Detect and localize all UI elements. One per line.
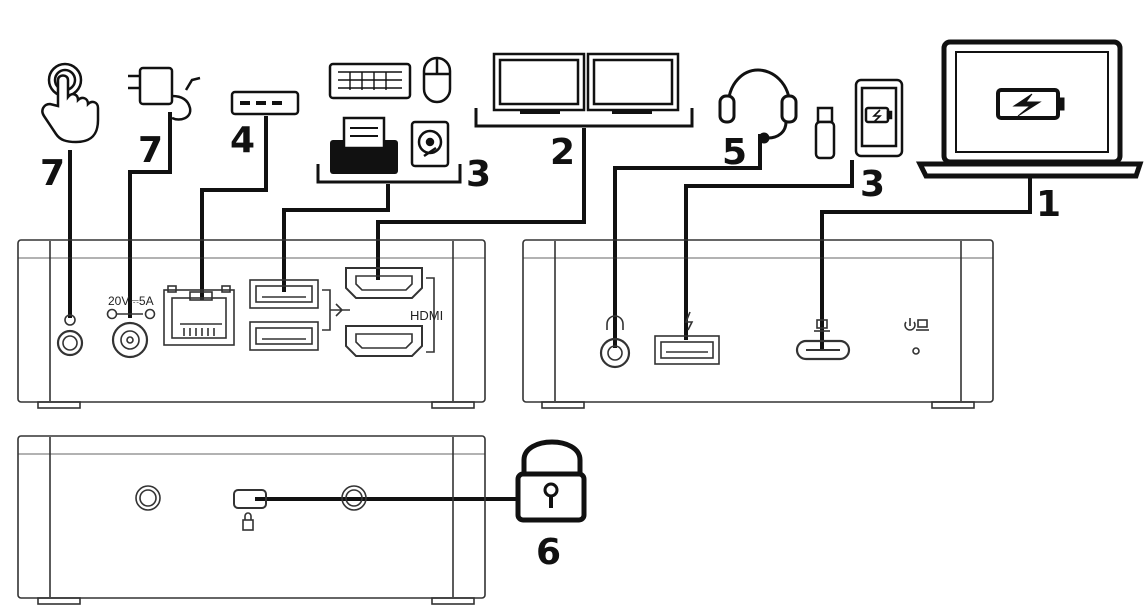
power-button[interactable] [56, 329, 84, 357]
power-indicator-led [912, 347, 920, 355]
rear-foot-right [431, 401, 475, 409]
line-power-adapter [128, 112, 172, 318]
callout-laptop: 1 [1036, 184, 1061, 225]
hard-drive-icon [410, 120, 450, 168]
usb-c-port[interactable] [795, 339, 851, 361]
dc-in-label: 20V⎓5A [108, 294, 154, 308]
callout-ethernet: 4 [230, 120, 255, 161]
callout-monitors: 2 [550, 132, 575, 173]
usb-a-port-front[interactable] [654, 335, 720, 365]
rear-panel-body [17, 239, 486, 403]
screw-left [135, 485, 161, 511]
rear-panel [17, 239, 486, 409]
rear-foot-left [37, 401, 81, 409]
audio-jack[interactable] [599, 337, 631, 369]
printer-icon [330, 116, 398, 174]
power-symbol-icon [904, 318, 916, 331]
phone-icon [854, 78, 904, 158]
ethernet-port[interactable] [163, 285, 235, 346]
hdmi-port-top[interactable] [345, 267, 423, 299]
power-button-hand-icon [41, 62, 100, 144]
line-usb-front [684, 160, 854, 340]
ethernet-device-icon [230, 90, 300, 116]
rear-usb-devices-bracket [316, 164, 462, 184]
front-panel-body [522, 239, 994, 403]
callout-lock: 6 [536, 532, 561, 573]
screw-right [341, 485, 367, 511]
line-ethernet [200, 116, 268, 300]
line-monitors [376, 128, 586, 280]
connection-lines [68, 112, 1032, 501]
usb-a-port-rear-bottom[interactable] [249, 321, 319, 351]
kensington-icon [242, 512, 254, 531]
line-headset [613, 134, 762, 348]
line-laptop [820, 178, 1032, 350]
callout-power-adapter: 7 [138, 130, 163, 171]
callout-usb-devices-front: 3 [860, 164, 885, 205]
callout-power-button: 7 [40, 153, 65, 194]
front-foot-left [541, 401, 585, 409]
padlock-icon [515, 439, 587, 523]
usb-icon [322, 289, 350, 331]
monitors-bracket [474, 108, 694, 128]
hdmi-port-bottom[interactable] [345, 325, 423, 357]
line-usb-rear [282, 184, 390, 292]
monitors-icon [492, 52, 680, 114]
front-panel [522, 239, 994, 409]
usb-a-port-rear-top[interactable] [249, 279, 319, 309]
dc-in-port[interactable] [111, 321, 149, 359]
headset-icon [718, 68, 798, 144]
callout-usb-devices-rear: 3 [466, 154, 491, 195]
hdmi-label: HDMI [410, 308, 443, 323]
front-foot-right [931, 401, 975, 409]
keyboard-icon [328, 62, 412, 100]
callout-headset: 5 [722, 132, 747, 173]
mouse-icon [422, 56, 452, 104]
laptop-icon [915, 39, 1144, 179]
lock-slot[interactable] [233, 489, 267, 509]
charge-bolt-icon [684, 311, 694, 331]
laptop-small-icon [816, 319, 828, 329]
side-panel-body [17, 435, 486, 599]
usb-stick-icon [814, 106, 836, 160]
side-panel [17, 435, 486, 605]
power-adapter-icon [128, 66, 201, 121]
headset-small-icon [606, 315, 624, 330]
